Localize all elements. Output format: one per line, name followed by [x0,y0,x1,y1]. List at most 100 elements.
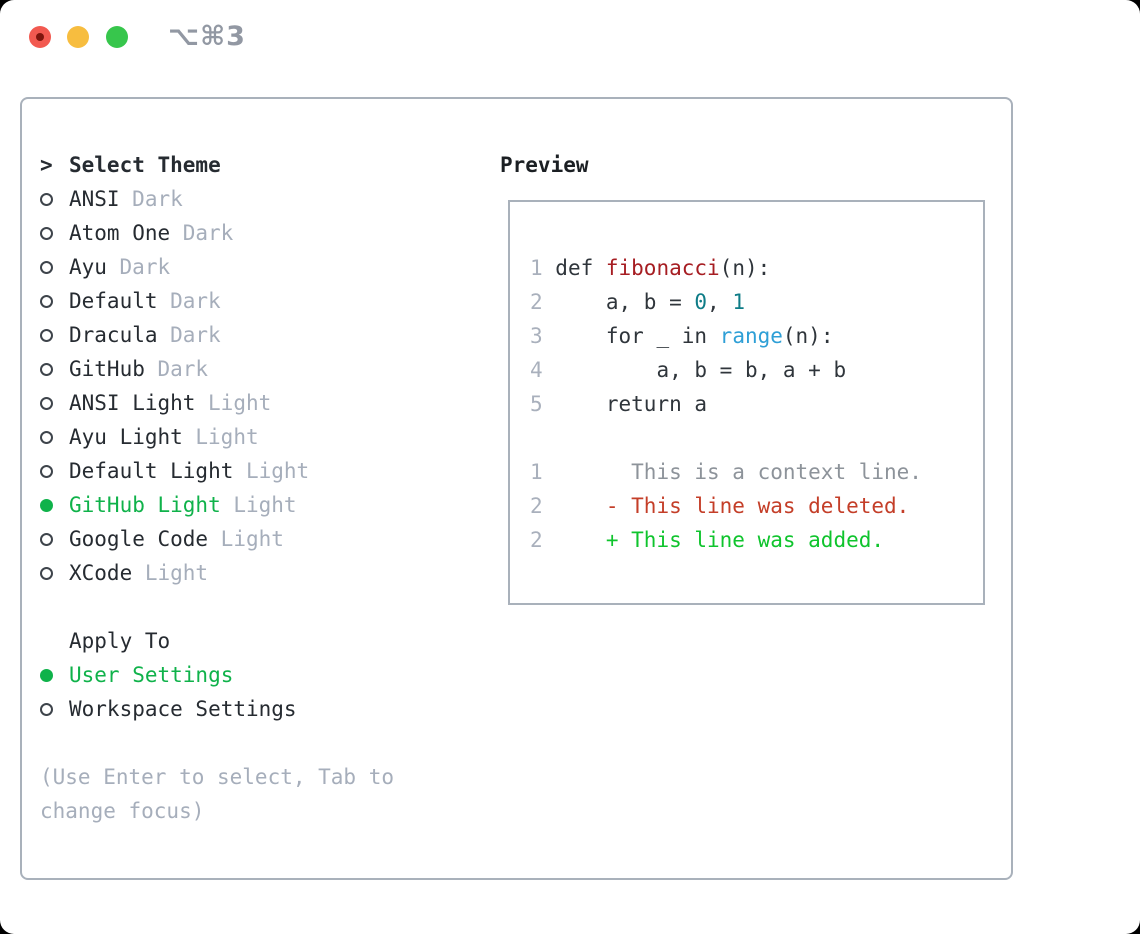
theme-item[interactable]: Ayu Light Light [40,420,464,454]
item-label: ANSI [69,187,120,211]
radio-icon [40,362,69,376]
item-label: XCode [69,561,133,585]
radio-unselected-icon [40,396,53,410]
theme-item[interactable]: ANSI Light Light [40,386,464,420]
preview-title: Preview [500,153,589,177]
radio-unselected-icon [40,328,53,342]
code-token-plain: for _ in [555,324,720,348]
item-label: Ayu Light [69,425,183,449]
code-line: 1 def fibonacci(n): [530,251,983,285]
radio-unselected-icon [40,566,53,580]
item-variant-label: Dark [119,255,171,279]
code-token-number: 0 [694,290,708,314]
item-variant-label: Light [220,527,284,551]
line-number: 2 [530,290,556,314]
item-label: User Settings [69,663,234,687]
line-number: 3 [530,324,556,348]
item-label: Default [69,289,158,313]
spacer [40,726,464,760]
theme-item[interactable]: GitHub Light Light [40,488,464,522]
item-label: Ayu [69,255,107,279]
radio-unselected-icon [40,226,53,240]
close-button[interactable] [29,26,51,48]
radio-unselected-icon [40,464,53,478]
item-variant-label: Dark [132,187,183,211]
cursor-icon: > [40,153,53,177]
line-number: 2 [530,528,556,552]
radio-icon [40,192,69,206]
radio-icon [40,498,69,512]
code-token-plain: def [555,256,606,280]
theme-item[interactable]: Ayu Dark [40,250,464,284]
item-variant-label: Light [233,493,297,517]
window-title: ⌥⌘3 [168,21,246,52]
code-token-builtin: range [719,324,783,348]
item-variant-label: Light [208,391,272,415]
item-label: Google Code [69,527,209,551]
theme-item[interactable]: GitHub Dark [40,352,464,386]
theme-item[interactable]: Google Code Light [40,522,464,556]
radio-icon [40,430,69,444]
line-number: 1 [530,460,556,484]
line-number: 4 [530,358,556,382]
minimize-button[interactable] [67,26,89,48]
radio-unselected-icon [40,362,53,376]
radio-icon [40,260,69,274]
apply-to-title: Apply To [69,629,171,653]
diff-text-context: This is a context line. [555,460,922,484]
spacer [40,590,464,624]
apply-option[interactable]: User Settings [40,658,464,692]
item-variant-label: Light [195,425,259,449]
code-token-plain: a, b = [555,290,695,314]
item-variant-label: Dark [170,323,221,347]
radio-icon [40,532,69,546]
code-line: 2 a, b = 0, 1 [530,285,983,319]
item-label: GitHub Light [69,493,221,517]
radio-unselected-icon [40,532,53,546]
radio-icon [40,396,69,410]
item-label: GitHub [69,357,145,381]
diff-line: 2 - This line was deleted. [530,489,983,523]
theme-item[interactable]: ANSI Dark [40,182,464,216]
item-variant-label: Dark [182,221,234,245]
zoom-button[interactable] [106,26,128,48]
radio-icon [40,566,69,580]
code-line: 4 a, b = b, a + b [530,353,983,387]
diff-text-deleted: - This line was deleted. [555,494,910,518]
select-theme-title: Select Theme [69,153,221,177]
code-token-plain: (n): [782,324,834,348]
radio-unselected-icon [40,294,53,308]
diff-line: 1 This is a context line. [530,455,983,489]
radio-selected-icon [40,668,53,682]
code-token-plain: (n): [719,256,771,280]
code-token-plain: , [707,290,733,314]
item-variant-label: Dark [157,357,209,381]
radio-icon [40,294,69,308]
code-line: 5 return a [530,387,983,421]
item-label: Workspace Settings [69,697,297,721]
item-label: ANSI Light [69,391,196,415]
select-theme-header: > Select Theme [40,148,464,182]
radio-selected-icon [40,498,53,512]
radio-icon [40,668,69,682]
blank-line [530,421,983,455]
line-number: 1 [530,256,556,280]
radio-unselected-icon [40,702,53,716]
radio-icon [40,464,69,478]
code-token-number: 1 [732,290,745,314]
diff-text-added: + This line was added. [555,528,885,552]
radio-unselected-icon [40,430,53,444]
keyboard-hint: (Use Enter to select, Tab to change focu… [40,765,395,823]
apply-option[interactable]: Workspace Settings [40,692,464,726]
